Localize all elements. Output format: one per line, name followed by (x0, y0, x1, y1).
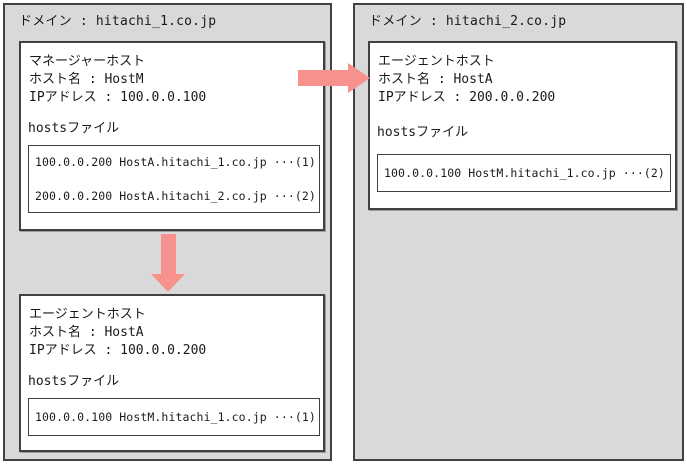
host-info: エージェントホスト ホスト名 : HostA IPアドレス : 100.0.0.… (29, 306, 206, 360)
agent-host-box-left: エージェントホスト ホスト名 : HostA IPアドレス : 100.0.0.… (19, 294, 325, 452)
host-info: マネージャーホスト ホスト名 : HostM IPアドレス : 100.0.0.… (29, 53, 206, 107)
host-name-label: ホスト名 : HostA (29, 325, 144, 340)
arrow-down-body (161, 234, 176, 274)
domain-panel-hitachi-1: ドメイン : hitachi_1.co.jp マネージャーホスト ホスト名 : … (3, 3, 332, 461)
domain-panel-hitachi-2: ドメイン : hitachi_2.co.jp エージェントホスト ホスト名 : … (353, 3, 684, 461)
host-name-label: ホスト名 : HostA (378, 72, 493, 87)
hosts-file-box: 100.0.0.100 HostM.hitachi_1.co.jp ···(1) (28, 398, 320, 436)
hosts-entry: 200.0.0.200 HostA.hitachi_2.co.jp ···(2) (35, 189, 316, 203)
arrow-right-icon (298, 63, 370, 93)
hosts-entry: 100.0.0.100 HostM.hitachi_1.co.jp ···(2) (384, 166, 665, 180)
host-ip-label: IPアドレス : 100.0.0.200 (29, 343, 207, 358)
hosts-file-box: 100.0.0.200 HostA.hitachi_1.co.jp ···(1)… (28, 145, 320, 213)
host-role-label: エージェントホスト (29, 307, 146, 322)
domain-title: ドメイン : hitachi_2.co.jp (369, 14, 567, 29)
domain-title: ドメイン : hitachi_1.co.jp (19, 14, 217, 29)
host-role-label: エージェントホスト (378, 54, 495, 69)
hosts-entry: 100.0.0.100 HostM.hitachi_1.co.jp ···(1) (35, 410, 316, 424)
host-role-label: マネージャーホスト (29, 54, 146, 69)
arrow-down-head (151, 274, 185, 292)
host-ip-label: IPアドレス : 100.0.0.100 (29, 90, 207, 105)
hosts-entry: 100.0.0.200 HostA.hitachi_1.co.jp ···(1) (35, 155, 316, 169)
arrow-right-body (298, 70, 348, 86)
hosts-file-box: 100.0.0.100 HostM.hitachi_1.co.jp ···(2) (377, 154, 671, 192)
host-ip-label: IPアドレス : 200.0.0.200 (378, 90, 556, 105)
agent-host-box-right: エージェントホスト ホスト名 : HostA IPアドレス : 200.0.0.… (368, 41, 677, 210)
manager-host-box: マネージャーホスト ホスト名 : HostM IPアドレス : 100.0.0.… (19, 41, 325, 231)
hosts-file-label: hostsファイル (28, 121, 120, 136)
hosts-file-label: hostsファイル (377, 125, 469, 140)
arrow-down-icon (151, 234, 186, 292)
host-name-label: ホスト名 : HostM (29, 72, 144, 87)
hosts-file-label: hostsファイル (28, 374, 120, 389)
arrow-right-head (348, 63, 370, 93)
host-info: エージェントホスト ホスト名 : HostA IPアドレス : 200.0.0.… (378, 53, 555, 107)
